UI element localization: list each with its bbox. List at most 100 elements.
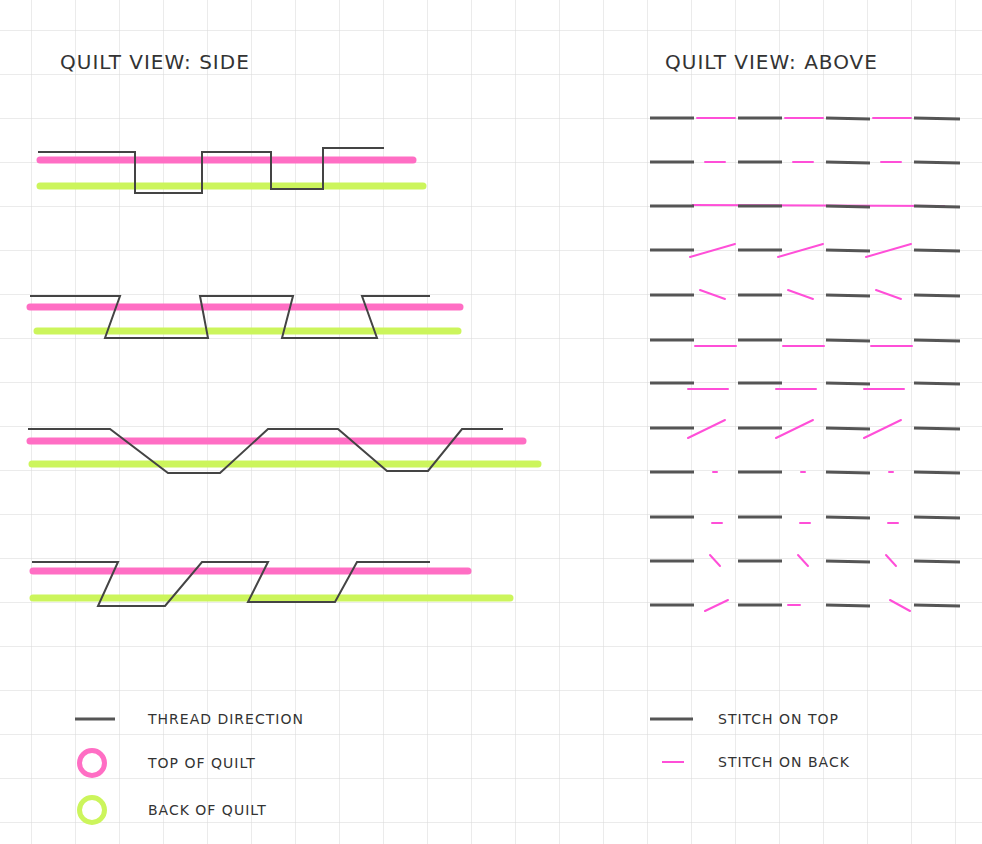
legend-text: TOP OF QUILT bbox=[148, 755, 256, 771]
back-stitch bbox=[705, 161, 725, 163]
top-stitch bbox=[650, 161, 694, 164]
back-stitch bbox=[788, 290, 813, 299]
top-stitch bbox=[914, 517, 960, 518]
back-stitch bbox=[776, 388, 816, 390]
top-stitch-sample bbox=[650, 718, 693, 721]
back-stitch bbox=[783, 345, 824, 347]
quilt-back bbox=[32, 461, 538, 468]
top-stitch bbox=[738, 516, 782, 519]
back-stitch bbox=[866, 244, 911, 257]
back-stitch bbox=[700, 290, 725, 299]
back-stitch bbox=[873, 117, 911, 119]
top-stitch bbox=[826, 295, 870, 296]
top-stitch bbox=[826, 118, 870, 119]
top-stitch bbox=[826, 340, 870, 341]
top-stitch bbox=[914, 118, 960, 119]
back-stitch bbox=[800, 522, 810, 524]
back-stitch bbox=[688, 388, 728, 390]
back-stitch bbox=[889, 471, 893, 473]
back-stitch bbox=[776, 420, 813, 438]
top-stitch bbox=[650, 339, 694, 342]
top-stitch bbox=[650, 249, 694, 252]
back-stitch bbox=[690, 244, 735, 257]
top-stitch bbox=[826, 472, 870, 473]
top-stitch bbox=[650, 560, 694, 563]
top-stitch bbox=[650, 516, 694, 519]
top-stitch bbox=[738, 161, 782, 164]
back-stitch bbox=[778, 244, 823, 257]
thread-path bbox=[28, 429, 503, 473]
legend-swatch bbox=[77, 795, 107, 825]
top-stitch bbox=[650, 604, 694, 607]
top-stitch bbox=[826, 428, 870, 429]
top-stitch bbox=[738, 294, 782, 297]
top-stitch bbox=[650, 205, 694, 208]
thread-path bbox=[32, 562, 430, 606]
back-stitch bbox=[712, 522, 722, 524]
top-stitch bbox=[914, 162, 960, 163]
top-stitch bbox=[826, 162, 870, 163]
above-view bbox=[650, 118, 960, 611]
top-stitch bbox=[914, 383, 960, 384]
top-stitch bbox=[826, 250, 870, 251]
back-stitch bbox=[864, 420, 901, 438]
back-stitch bbox=[890, 600, 910, 611]
top-stitch bbox=[738, 339, 782, 342]
legend-text: STITCH ON TOP bbox=[718, 711, 839, 727]
back-stitch bbox=[881, 161, 901, 163]
legend-text: THREAD DIRECTION bbox=[148, 711, 304, 727]
back-stitch bbox=[886, 555, 896, 566]
back-stitch bbox=[710, 555, 720, 566]
back-stitch bbox=[864, 388, 904, 390]
top-stitch bbox=[650, 117, 694, 120]
legend-swatch bbox=[77, 748, 107, 778]
quilt-top bbox=[40, 157, 413, 164]
thread-sample bbox=[75, 718, 115, 721]
quilt-top bbox=[30, 304, 460, 311]
back-stitch bbox=[871, 345, 912, 347]
top-stitch bbox=[826, 561, 870, 562]
quilt-back bbox=[37, 328, 458, 335]
top-stitch bbox=[738, 427, 782, 430]
top-stitch bbox=[738, 249, 782, 252]
top-stitch bbox=[738, 382, 782, 385]
top-stitch bbox=[738, 471, 782, 474]
top-stitch bbox=[914, 472, 960, 473]
top-stitch bbox=[738, 560, 782, 563]
legend-text: BACK OF QUILT bbox=[148, 802, 267, 818]
top-stitch bbox=[738, 205, 782, 208]
top-stitch bbox=[826, 605, 870, 606]
top-stitch bbox=[914, 250, 960, 251]
back-stitch bbox=[688, 420, 725, 438]
top-stitch bbox=[650, 382, 694, 385]
quilt-back bbox=[33, 595, 510, 602]
top-stitch bbox=[650, 294, 694, 297]
thread-path bbox=[30, 296, 430, 338]
quilt-back bbox=[40, 183, 423, 190]
back-stitch bbox=[798, 555, 808, 566]
top-stitch bbox=[914, 295, 960, 296]
back-stitch-sample bbox=[662, 761, 684, 763]
legend-text: STITCH ON BACK bbox=[718, 754, 850, 770]
side-view bbox=[28, 148, 538, 606]
back-stitch bbox=[692, 205, 945, 206]
back-stitch bbox=[788, 604, 800, 606]
view-heading: QUILT VIEW: ABOVE bbox=[665, 50, 878, 74]
top-stitch bbox=[738, 604, 782, 607]
top-stitch bbox=[738, 117, 782, 120]
back-stitch bbox=[785, 117, 823, 119]
top-stitch bbox=[826, 517, 870, 518]
top-stitch bbox=[650, 471, 694, 474]
view-heading: QUILT VIEW: SIDE bbox=[60, 50, 250, 74]
back-stitch bbox=[801, 471, 805, 473]
back-stitch bbox=[697, 117, 735, 119]
top-stitch bbox=[914, 340, 960, 341]
quilt-top bbox=[33, 568, 468, 575]
thread-path bbox=[38, 148, 384, 193]
back-stitch bbox=[695, 345, 736, 347]
back-stitch bbox=[713, 471, 717, 473]
back-stitch bbox=[876, 290, 901, 299]
back-stitch bbox=[888, 522, 898, 524]
top-stitch bbox=[650, 427, 694, 430]
